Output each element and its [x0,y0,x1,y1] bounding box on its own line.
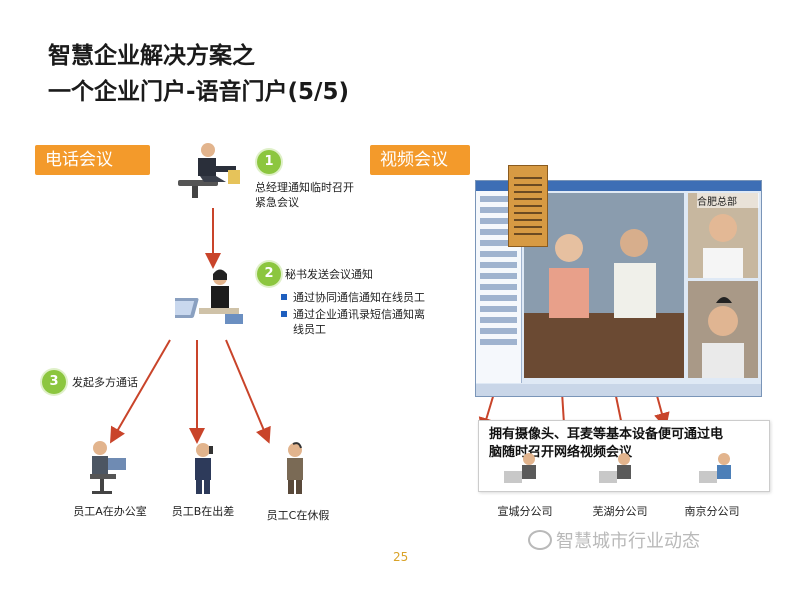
page-title: 智慧企业解决方案之 一个企业门户-语音门户(5/5) [48,38,349,110]
employee-c-caption: 员工C在休假 [266,509,330,522]
step-3-text: 发起多方通话 [72,376,138,389]
title-line-2: 一个企业门户-语音门户(5/5) [48,79,349,105]
window-status-bar [476,384,761,396]
video-note-line-1: 拥有摄像头、耳麦等基本设备便可通过电 [489,427,724,442]
arrow-to-employee-a [109,339,171,444]
video-conference-tag: 视频会议 [370,145,470,175]
step-1-text: 总经理通知临时召开 紧急会议 [255,180,354,210]
step-2-text: 秘书发送会议通知 [285,268,373,281]
notification-bullets: 通过协同通信通知在线员工 通过企业通讯录短信通知离线员工 [279,290,429,339]
arrow-to-employee-c [225,339,271,444]
step-1-text-line-2: 紧急会议 [255,196,299,209]
branch-wuhu: 芜湖分公司 [592,505,648,518]
branch-nanjing: 南京分公司 [684,505,740,518]
person-icon [699,453,731,483]
bullet-offline: 通过企业通讯录短信通知离线员工 [279,307,429,337]
step-2-badge: 2 [257,262,281,286]
person-icon [195,443,213,494]
building-icon [508,165,548,247]
title-line-1: 智慧企业解决方案之 [48,43,255,69]
wechat-icon [528,530,552,550]
branch-xuancheng: 宣城分公司 [497,505,553,518]
person-icon [90,441,126,494]
page-number: 25 [393,550,409,564]
video-conference-note: 拥有摄像头、耳麦等基本设备便可通过电 脑随时召开网络视频会议 [478,420,770,492]
remote-video-2 [688,281,758,378]
watermark: 智慧城市行业动态 [528,527,700,553]
person-icon [287,442,303,494]
step-3-badge: 3 [42,370,66,394]
step-1-text-line-1: 总经理通知临时召开 [255,181,354,194]
main-video-panel [524,193,684,378]
phone-conference-tag: 电话会议 [35,145,150,175]
bullet-online: 通过协同通信通知在线员工 [279,290,429,305]
manager-icon [178,143,240,198]
meeting-people-image [524,229,684,378]
branch-office-icons [504,453,731,483]
headquarters-label: 合肥总部 [697,193,759,208]
secretary-icon [175,269,243,324]
step-1-badge: 1 [257,150,281,174]
person-icon [504,453,536,483]
person-icon [599,453,631,483]
window-title-bar [476,181,761,191]
employee-b-caption: 员工B在出差 [171,505,235,518]
watermark-text: 智慧城市行业动态 [556,531,700,552]
employee-a-caption: 员工A在办公室 [73,505,147,518]
